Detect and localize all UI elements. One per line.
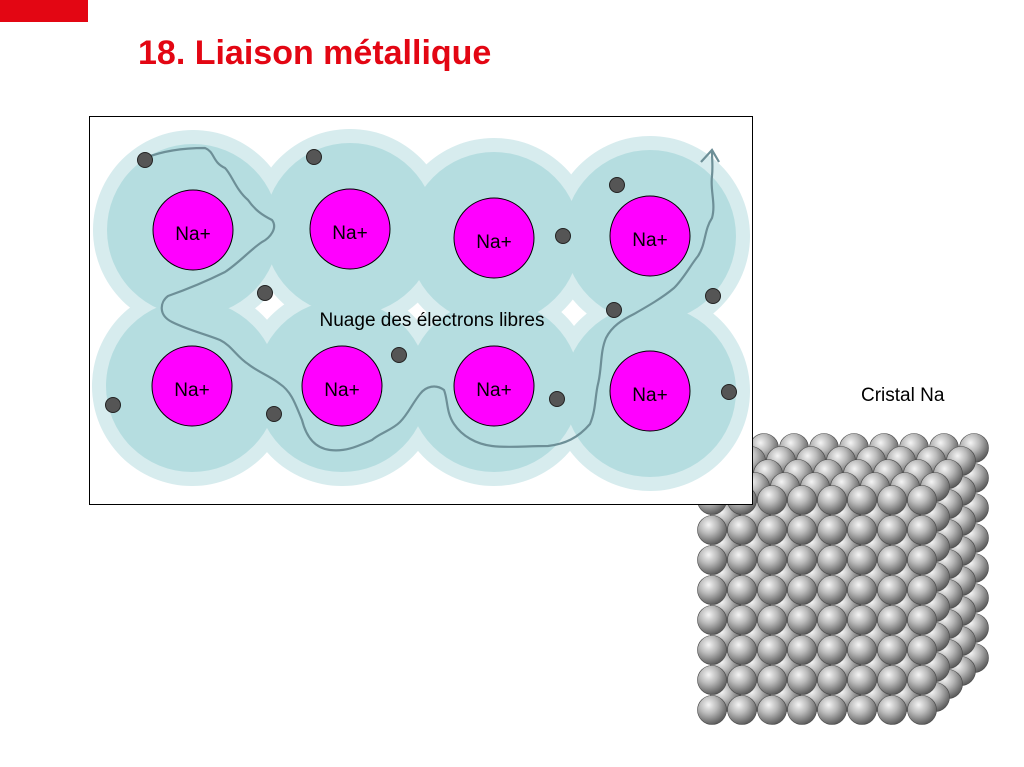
sodium-crystal-lattice: [697, 433, 989, 725]
na-ion: Na+: [453, 345, 535, 427]
crystal-atom: [847, 575, 877, 605]
crystal-atom: [847, 545, 877, 575]
crystal-atom: [757, 635, 787, 665]
crystal-atom: [877, 545, 907, 575]
crystal-atom: [787, 605, 817, 635]
free-electron: [137, 152, 153, 168]
crystal-atom: [757, 545, 787, 575]
crystal-atom: [757, 605, 787, 635]
crystal-atom: [817, 695, 847, 725]
crystal-atom: [787, 575, 817, 605]
crystal-atom: [787, 695, 817, 725]
crystal-atom: [907, 635, 937, 665]
crystal-atom: [697, 515, 727, 545]
free-electron: [306, 149, 322, 165]
crystal-atom: [907, 695, 937, 725]
na-ion-label: Na+: [332, 223, 367, 244]
crystal-atom: [847, 665, 877, 695]
crystal-atom: [697, 695, 727, 725]
free-electron: [555, 228, 571, 244]
na-ion-label: Na+: [476, 232, 511, 253]
slide-title: 18. Liaison métallique: [138, 34, 492, 72]
electron-cloud-label: Nuage des électrons libres: [320, 310, 545, 331]
na-ion-label: Na+: [632, 385, 667, 406]
accent-bar: [0, 0, 88, 22]
crystal-atom: [877, 695, 907, 725]
crystal-atom: [817, 665, 847, 695]
crystal-atom: [877, 485, 907, 515]
crystal-atom: [727, 665, 757, 695]
crystal-atom: [817, 515, 847, 545]
crystal-atom: [697, 575, 727, 605]
crystal-atom: [847, 605, 877, 635]
crystal-atom: [847, 515, 877, 545]
na-ion-label: Na+: [632, 230, 667, 251]
na-ion: Na+: [453, 197, 535, 279]
crystal-atom: [817, 635, 847, 665]
free-electron: [266, 406, 282, 422]
crystal-atom: [877, 635, 907, 665]
crystal-atom: [727, 575, 757, 605]
crystal-atom: [757, 665, 787, 695]
free-electron: [391, 347, 407, 363]
crystal-atom: [727, 605, 757, 635]
crystal-atom: [907, 605, 937, 635]
crystal-atom: [847, 635, 877, 665]
crystal-atom: [877, 575, 907, 605]
na-ion-label: Na+: [174, 380, 209, 401]
crystal-atom: [757, 575, 787, 605]
crystal-atom: [697, 545, 727, 575]
free-electron: [721, 384, 737, 400]
crystal-atom: [727, 635, 757, 665]
crystal-atom: [847, 695, 877, 725]
crystal-atom: [907, 665, 937, 695]
na-ion: Na+: [152, 189, 234, 271]
crystal-atom: [727, 695, 757, 725]
crystal-atom: [817, 575, 847, 605]
electron-path: [144, 146, 715, 452]
na-ion: Na+: [609, 195, 691, 277]
na-ion: Na+: [151, 345, 233, 427]
crystal-atom: [877, 665, 907, 695]
crystal-atom: [727, 515, 757, 545]
crystal-atom: [877, 515, 907, 545]
crystal-atom: [907, 545, 937, 575]
crystal-atom: [787, 485, 817, 515]
crystal-atom: [907, 485, 937, 515]
crystal-label: Cristal Na: [861, 385, 945, 406]
crystal-atom: [757, 695, 787, 725]
na-ion: Na+: [309, 188, 391, 270]
crystal-atom: [787, 665, 817, 695]
free-electrons: [105, 149, 737, 422]
crystal-atom: [817, 545, 847, 575]
crystal-atom: [757, 485, 787, 515]
na-ion-label: Na+: [476, 380, 511, 401]
crystal-atom: [907, 515, 937, 545]
free-electron: [606, 302, 622, 318]
crystal-atom: [817, 485, 847, 515]
crystal-atom: [697, 605, 727, 635]
free-electron: [549, 391, 565, 407]
crystal-atom: [697, 635, 727, 665]
crystal-atom: [757, 515, 787, 545]
crystal-atom: [787, 635, 817, 665]
na-ion-label: Na+: [324, 380, 359, 401]
free-electron: [705, 288, 721, 304]
crystal-atom: [727, 545, 757, 575]
crystal-atom: [697, 665, 727, 695]
crystal-atom: [787, 515, 817, 545]
electron-path-arrowhead: [700, 148, 720, 163]
crystal-atom: [847, 485, 877, 515]
na-ion: Na+: [301, 345, 383, 427]
crystal-atom: [877, 605, 907, 635]
na-ion: Na+: [609, 350, 691, 432]
crystal-atom: [787, 545, 817, 575]
free-electron: [609, 177, 625, 193]
na-ion-label: Na+: [175, 224, 210, 245]
crystal-atom: [907, 575, 937, 605]
free-electron: [257, 285, 273, 301]
crystal-atom: [817, 605, 847, 635]
free-electron: [105, 397, 121, 413]
